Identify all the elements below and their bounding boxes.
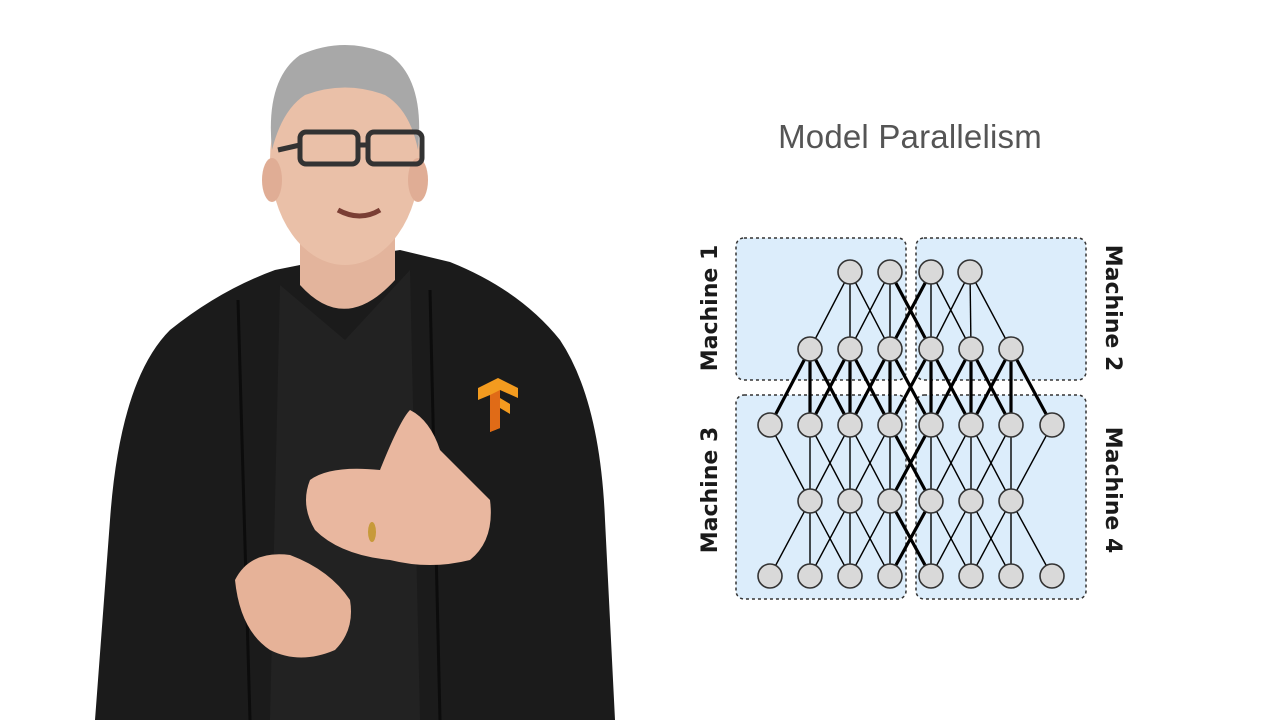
machine-2-box bbox=[915, 237, 1087, 381]
network-edge bbox=[769, 424, 811, 502]
network-edge bbox=[969, 271, 1012, 350]
network-node bbox=[797, 336, 823, 362]
network-node bbox=[998, 563, 1024, 589]
network-node bbox=[837, 412, 863, 438]
network-node bbox=[1039, 563, 1065, 589]
network-node bbox=[958, 563, 984, 589]
network-node bbox=[877, 336, 903, 362]
network-edge bbox=[930, 271, 971, 350]
machine-2-label: Machine 2 bbox=[1100, 245, 1125, 372]
presenter-hand-left bbox=[235, 554, 351, 658]
machine-3-label: Machine 3 bbox=[698, 427, 723, 554]
network-node bbox=[877, 412, 903, 438]
network-edge bbox=[849, 271, 891, 350]
network-node bbox=[877, 488, 903, 514]
model-parallelism-diagram: Machine 1 Machine 2 Machine 3 Machine 4 bbox=[698, 237, 1125, 600]
machine-1-label: Machine 1 bbox=[698, 245, 723, 372]
network-node bbox=[998, 488, 1024, 514]
tensorflow-logo-icon bbox=[478, 378, 518, 432]
network-node bbox=[797, 488, 823, 514]
presenter-hand-right bbox=[306, 410, 491, 565]
slide-title: Model Parallelism bbox=[778, 118, 1042, 155]
network-node bbox=[918, 563, 944, 589]
network-node bbox=[757, 412, 783, 438]
network-edge bbox=[888, 271, 933, 350]
network-node bbox=[837, 563, 863, 589]
network-node bbox=[998, 412, 1024, 438]
network-edge bbox=[768, 348, 812, 426]
network-node bbox=[757, 563, 783, 589]
network-edge bbox=[888, 424, 933, 502]
network-edge bbox=[1010, 424, 1053, 502]
network-edge bbox=[930, 500, 972, 577]
network-node bbox=[918, 488, 944, 514]
network-edge bbox=[970, 424, 1012, 502]
machine-1-box bbox=[735, 237, 907, 381]
network-edge bbox=[849, 500, 891, 577]
network-edge bbox=[930, 424, 972, 502]
network-node bbox=[877, 563, 903, 589]
presenter-hair bbox=[270, 45, 420, 150]
network-node bbox=[877, 259, 903, 285]
network-edge bbox=[888, 500, 933, 577]
network-node bbox=[797, 563, 823, 589]
presenter bbox=[95, 45, 615, 720]
network-edge bbox=[808, 348, 852, 426]
network-node bbox=[1039, 412, 1065, 438]
network-node bbox=[837, 336, 863, 362]
network-node bbox=[918, 336, 944, 362]
network-edge bbox=[848, 348, 892, 426]
network-edge bbox=[969, 348, 1013, 426]
network-edge bbox=[809, 500, 851, 577]
network-node bbox=[958, 488, 984, 514]
glasses-icon bbox=[277, 129, 425, 167]
network-edge bbox=[809, 424, 851, 502]
network-node bbox=[998, 336, 1024, 362]
network-node bbox=[837, 488, 863, 514]
network-node bbox=[918, 412, 944, 438]
network-node bbox=[958, 412, 984, 438]
network-edge bbox=[969, 271, 972, 350]
machine-4-label: Machine 4 bbox=[1100, 427, 1125, 554]
network-edge bbox=[1009, 348, 1054, 426]
network-edge bbox=[929, 348, 973, 426]
network-edge bbox=[769, 500, 811, 577]
network-node bbox=[797, 412, 823, 438]
network-node bbox=[837, 259, 863, 285]
network-edge bbox=[849, 424, 891, 502]
network-node bbox=[918, 259, 944, 285]
network-edge bbox=[1010, 500, 1053, 577]
network-edge bbox=[970, 500, 1012, 577]
presenter-head bbox=[270, 55, 420, 265]
network-node bbox=[958, 336, 984, 362]
network-node bbox=[957, 259, 983, 285]
network-edge bbox=[809, 271, 851, 350]
network-edge bbox=[888, 348, 933, 426]
